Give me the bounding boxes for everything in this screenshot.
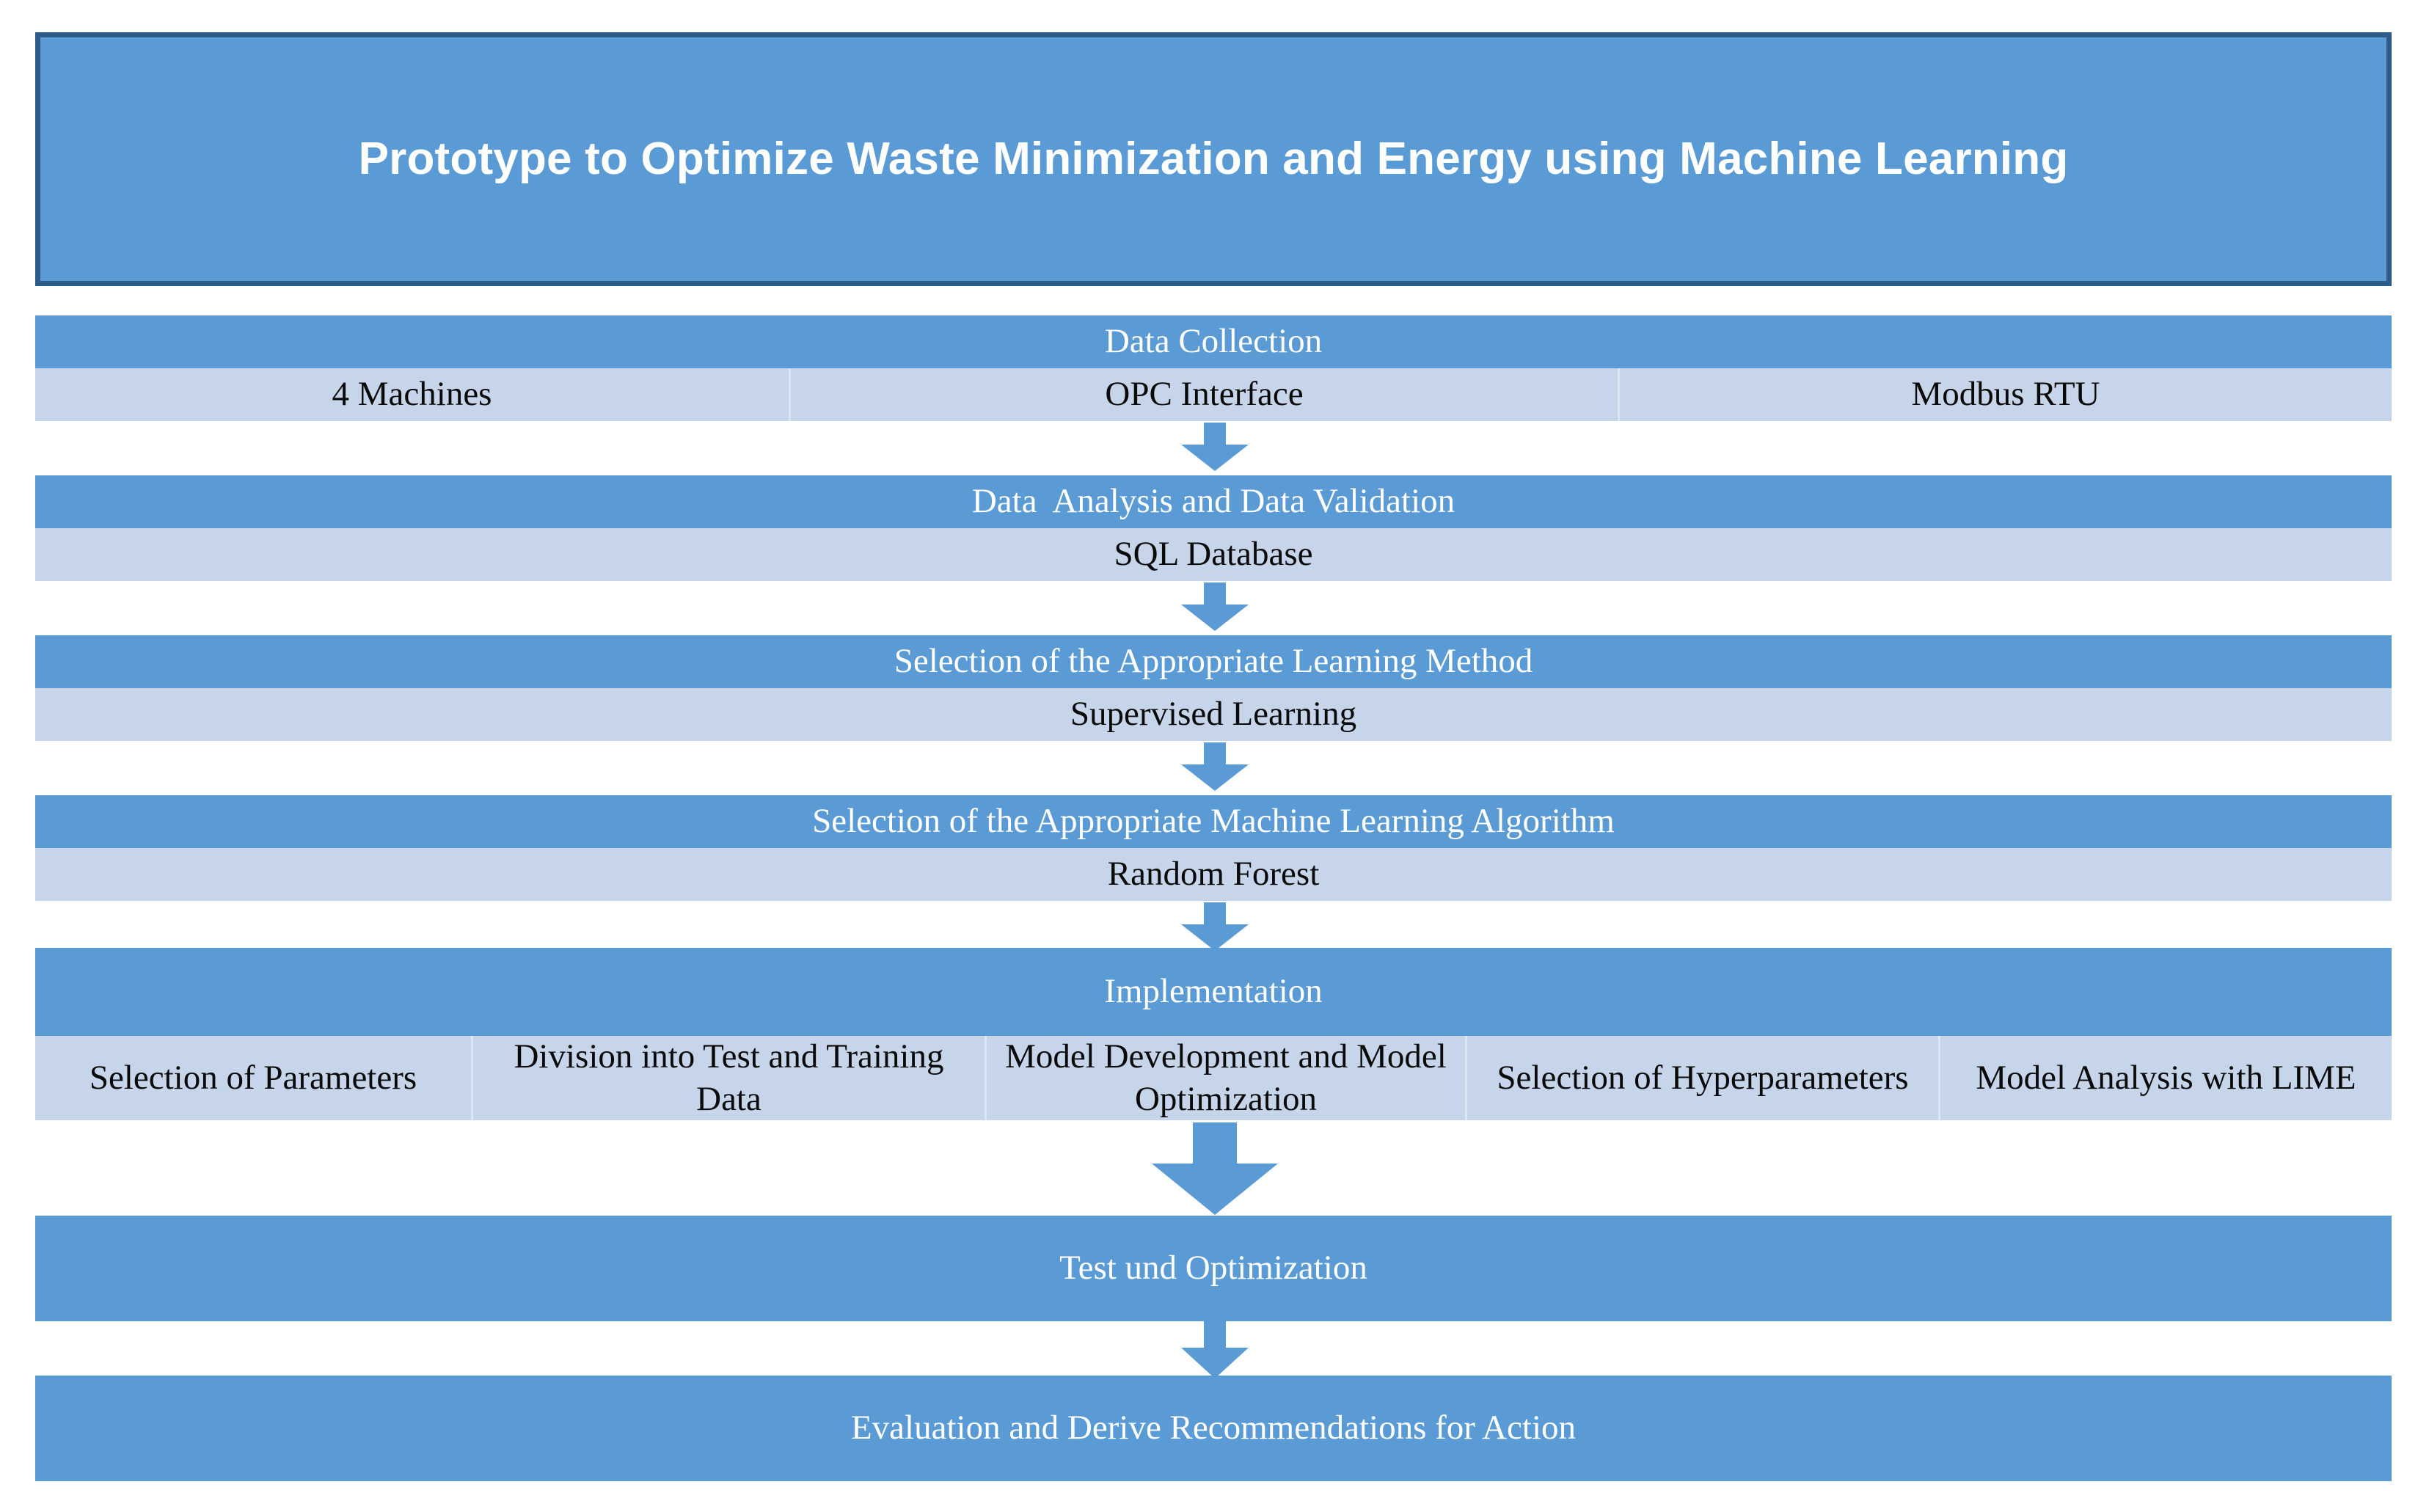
stage-item: Supervised Learning (1070, 695, 1357, 734)
stage-header-label: Data Analysis and Data Validation (971, 482, 1455, 521)
stage-header-label: Evaluation and Derive Recommendations fo… (850, 1409, 1577, 1447)
stage-header-label: Data Collection (1104, 322, 1323, 361)
stage-item: OPC Interface (791, 368, 1620, 421)
stage-item: Division into Test and Training Data (473, 1036, 987, 1120)
flow-arrow-down-icon (1181, 423, 1249, 471)
stage-header-data-collection: Data Collection (35, 315, 2392, 368)
stage-header-label: Test und Optimization (1059, 1249, 1367, 1288)
stage-header-label: Selection of the Appropriate Learning Me… (894, 642, 1533, 681)
stage-header-ml-algorithm: Selection of the Appropriate Machine Lea… (35, 795, 2392, 848)
stage-item: 4 Machines (35, 368, 791, 421)
flow-arrow-down-icon (1181, 582, 1249, 631)
stage-item: Modbus RTU (1911, 375, 2100, 414)
flow-arrow-down-icon (1181, 902, 1249, 951)
stage-item: Selection of Parameters (35, 1036, 473, 1120)
stage-item: Selection of Hyperparameters (1467, 1036, 1940, 1120)
stage-header-learning-method: Selection of the Appropriate Learning Me… (35, 635, 2392, 688)
stage-header-evaluation: Evaluation and Derive Recommendations fo… (35, 1376, 2392, 1481)
stage-items-implementation: Selection of Parameters Division into Te… (35, 1036, 2392, 1120)
stage-header-label: Implementation (1104, 972, 1323, 1011)
page-title: Prototype to Optimize Waste Minimization… (358, 134, 2069, 185)
stage-header-implementation: Implementation (35, 948, 2392, 1036)
stage-items-data-analysis: SQL Database (35, 528, 2392, 581)
flow-arrow-down-icon (1181, 1321, 1249, 1378)
stage-item: Random Forest (1107, 855, 1320, 894)
stage-items-data-collection: 4 Machines OPC Interface Modbus RTU (35, 368, 2392, 421)
stage-item: SQL Database (1114, 535, 1313, 574)
stage-item: Model Development and Model Optimization (987, 1036, 1467, 1120)
stage-items-learning-method: Supervised Learning (35, 688, 2392, 741)
stage-header-test-optimization: Test und Optimization (35, 1216, 2392, 1321)
stage-header-data-analysis: Data Analysis and Data Validation (35, 475, 2392, 528)
stage-item: Model Analysis with LIME (1976, 1058, 2356, 1097)
flow-arrow-down-icon (1181, 742, 1249, 791)
stage-header-label: Selection of the Appropriate Machine Lea… (812, 802, 1615, 841)
diagram-title-box: Prototype to Optimize Waste Minimization… (35, 32, 2392, 286)
flow-arrow-down-icon (1152, 1122, 1278, 1215)
stage-items-ml-algorithm: Random Forest (35, 848, 2392, 901)
